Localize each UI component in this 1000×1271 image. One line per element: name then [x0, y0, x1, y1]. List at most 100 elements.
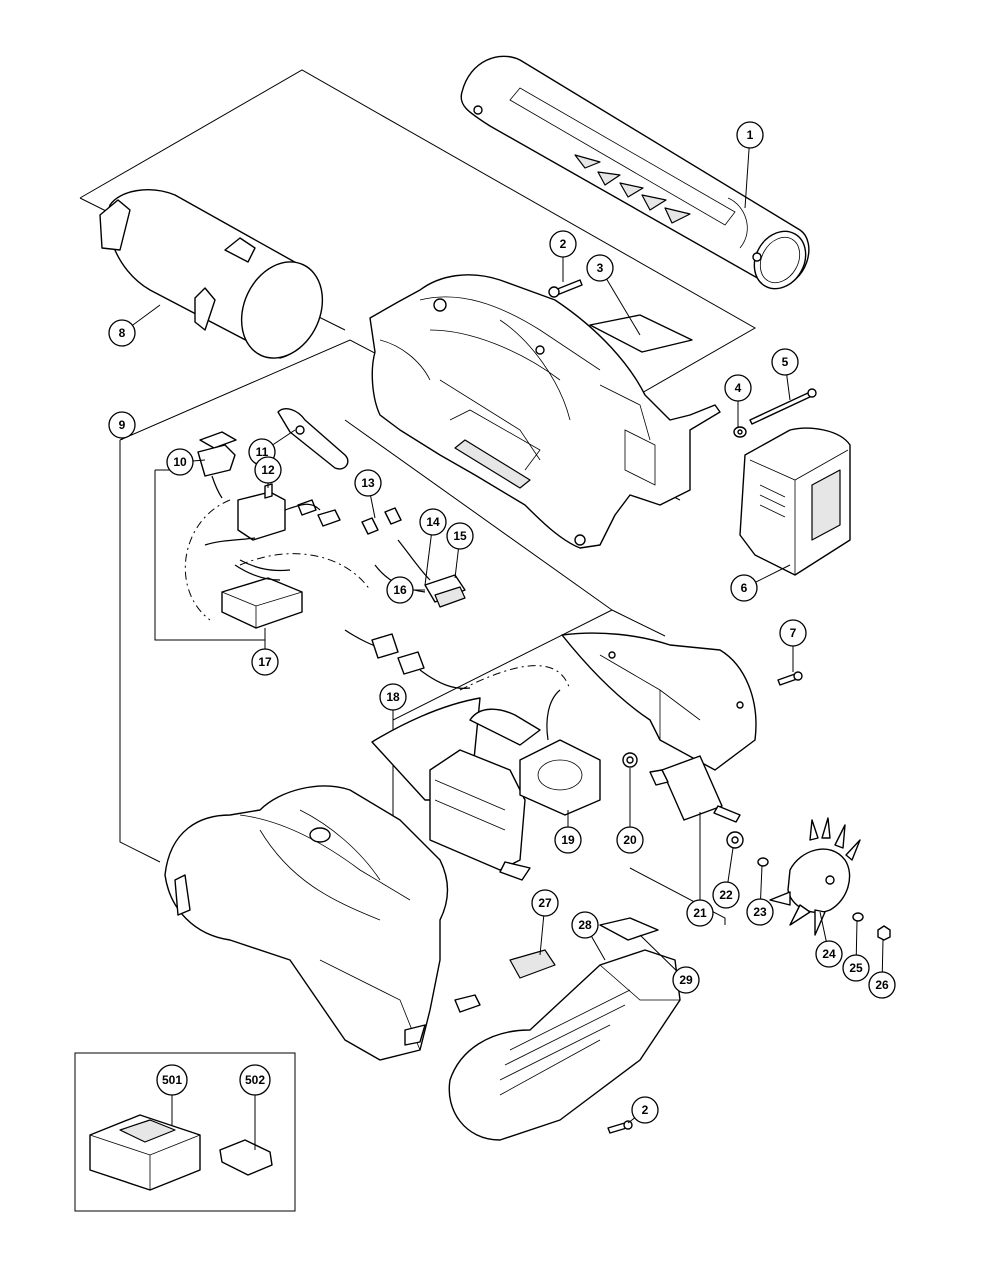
callout-bubble-14: [419, 508, 447, 536]
callout-8: 8: [108, 304, 161, 347]
callout-bubble-16: [386, 576, 414, 604]
callout-label-25: 25: [849, 961, 863, 975]
callout-label-20: 20: [623, 833, 637, 847]
callout-label-5: 5: [782, 355, 789, 369]
part-switch: [204, 483, 341, 546]
callout-22: 22: [712, 847, 740, 909]
callout-bubble-27: [531, 889, 559, 917]
callout-28: 28: [571, 911, 606, 961]
part-switch-cover: [197, 431, 237, 499]
callout-bubble-1: [736, 121, 764, 149]
callout-6: 6: [730, 564, 791, 602]
callout-bubble-13: [354, 469, 382, 497]
part-washer-4: [733, 426, 747, 438]
callout-label-28: 28: [578, 918, 592, 932]
inset-accessories-box: [74, 1052, 296, 1212]
callout-label-2b: 2: [642, 1103, 649, 1117]
callout-bubble-24: [815, 940, 843, 968]
callout-label-26: 26: [875, 978, 889, 992]
callout-bubble-17: [251, 648, 279, 676]
callout-bubble-2b: [631, 1096, 659, 1124]
callout-501: 501: [156, 1064, 188, 1125]
callout-bubble-5: [771, 348, 799, 376]
part-battery: [739, 427, 851, 576]
callout-17: 17: [251, 628, 279, 676]
part-housing-right: [369, 274, 721, 549]
part-nozzle-tube: [460, 55, 810, 290]
callout-label-10: 10: [173, 455, 187, 469]
callout-bubble-501: [156, 1064, 188, 1096]
callout-bubble-10: [166, 448, 194, 476]
part-terminal-block: [374, 539, 466, 608]
part-main-housing: [164, 785, 481, 1061]
callout-bubble-7: [779, 619, 807, 647]
callout-23: 23: [746, 865, 774, 926]
callout-7: 7: [779, 619, 807, 672]
part-wire-caps: [361, 507, 402, 535]
callout-label-27: 27: [538, 896, 552, 910]
part-label-29: [599, 917, 659, 941]
part-washer-25: [852, 912, 864, 922]
part-adapter-502: [219, 1139, 273, 1176]
part-bearing-22: [726, 831, 744, 849]
part-rotor-21: [649, 755, 741, 823]
callout-bubble-20: [616, 826, 644, 854]
callout-502: 502: [239, 1064, 271, 1150]
callout-1: 1: [736, 121, 764, 209]
callout-label-12: 12: [261, 463, 275, 477]
part-housing-inner: [371, 697, 531, 881]
callout-13: 13: [354, 469, 382, 519]
callout-bubble-25: [842, 954, 870, 982]
callout-bubble-29: [672, 966, 700, 994]
part-screw-top: [548, 279, 583, 298]
callout-label-18: 18: [386, 690, 400, 704]
callout-label-502: 502: [245, 1073, 265, 1087]
callout-label-23: 23: [753, 905, 767, 919]
callout-27: 27: [531, 889, 559, 956]
callout-20: 20: [616, 768, 644, 854]
callout-label-15: 15: [453, 529, 467, 543]
callout-label-8: 8: [119, 326, 126, 340]
callout-label-2a: 2: [560, 237, 567, 251]
callout-label-14: 14: [426, 515, 440, 529]
part-fan-24: [769, 817, 861, 936]
callout-label-17: 17: [258, 655, 272, 669]
part-pad-27: [509, 949, 556, 979]
callout-bubble-12: [254, 456, 282, 484]
callout-25: 25: [842, 920, 870, 982]
part-nut-26: [877, 925, 891, 941]
callout-label-9: 9: [119, 418, 126, 432]
part-rear-cover: [561, 632, 757, 771]
callout-bubble-21: [686, 899, 714, 927]
callout-18: 18: [379, 683, 407, 720]
callout-16: 16: [386, 576, 425, 604]
callout-label-3: 3: [597, 261, 604, 275]
part-washer-23: [757, 857, 769, 867]
callout-15: 15: [446, 522, 474, 579]
callout-19: 19: [554, 810, 582, 854]
callout-label-24: 24: [822, 947, 836, 961]
callout-10: 10: [166, 448, 206, 476]
callout-2b: 2: [627, 1096, 659, 1124]
part-label-plate: [589, 314, 693, 353]
callout-label-13: 13: [361, 476, 375, 490]
callout-bubble-23: [746, 898, 774, 926]
callout-12: 12: [254, 456, 282, 488]
callout-bubble-3: [586, 254, 614, 282]
part-screw-bottom: [607, 1120, 633, 1134]
part-screw-7: [777, 671, 803, 686]
callout-21: 21: [686, 812, 714, 927]
callout-label-501: 501: [162, 1073, 182, 1087]
part-trigger: [277, 408, 349, 470]
part-charger-501: [89, 1114, 201, 1191]
callout-5: 5: [771, 348, 799, 401]
callout-14: 14: [419, 508, 447, 586]
callout-24: 24: [815, 911, 843, 968]
callout-bubble-2a: [549, 230, 577, 258]
part-controller-board: [184, 499, 571, 691]
callout-29: 29: [639, 934, 700, 994]
callout-label-6: 6: [741, 581, 748, 595]
callout-3: 3: [586, 254, 641, 336]
